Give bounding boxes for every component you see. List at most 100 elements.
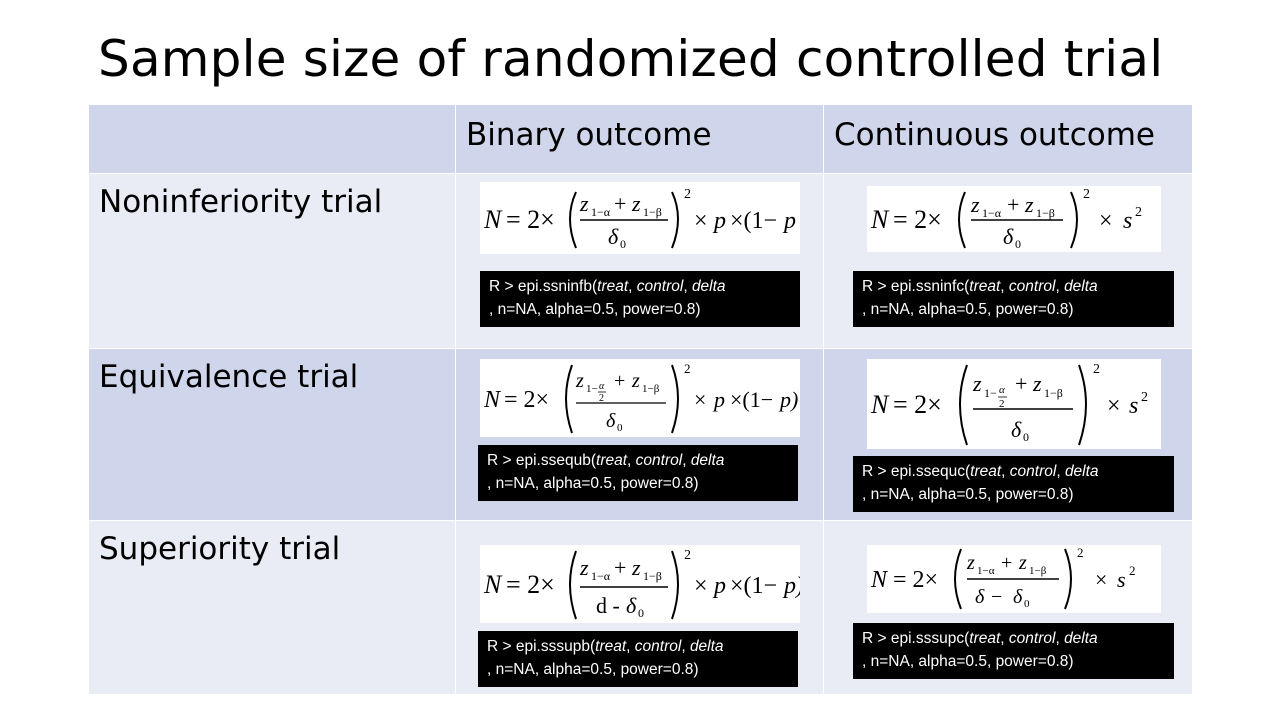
svg-text:α: α (999, 384, 1005, 396)
svg-text:2: 2 (1141, 390, 1148, 405)
table-row-noninferiority: Noninferiority trial N = 2× z 1−α + z 1−… (88, 173, 1193, 349)
binary-cell: N = 2× z 1−α + z 1−β d - δ 0 2 × p × (455, 520, 824, 695)
header-continuous-outcome: Continuous outcome (834, 117, 1155, 153)
svg-text:1−β: 1−β (642, 383, 660, 395)
svg-text:δ: δ (1013, 586, 1023, 608)
svg-text:2: 2 (684, 361, 691, 376)
svg-text:2: 2 (684, 548, 691, 563)
r-code-line1: R > epi.ssequc(treat, control, delta (862, 463, 1099, 480)
row-label-noninferiority: Noninferiority trial (99, 184, 383, 220)
r-code-line2: , n=NA, alpha=0.5, power=0.8) (487, 661, 699, 678)
svg-text:2: 2 (1077, 545, 1084, 560)
svg-text:2: 2 (999, 398, 1005, 410)
svg-text:0: 0 (638, 606, 644, 620)
svg-text:= 2×: = 2× (506, 570, 555, 599)
formula-noninferiority-continuous: N = 2× z 1−α + z 1−β δ 0 2 × s 2 (867, 186, 1161, 252)
table-row-equivalence: Equivalence trial N = 2× z 1− α 2 + z 1−… (88, 348, 1193, 521)
r-code-line2: , n=NA, alpha=0.5, power=0.8) (862, 301, 1074, 318)
svg-text:1−β: 1−β (1029, 565, 1047, 577)
svg-text:p: p (712, 208, 726, 234)
svg-text:0: 0 (1024, 598, 1030, 610)
r-code-box: R > epi.ssequc(treat, control, delta , n… (853, 456, 1174, 512)
svg-text:z: z (575, 370, 584, 392)
svg-text:p): p) (778, 387, 798, 412)
svg-text:2: 2 (1093, 362, 1100, 377)
svg-text:p: p (712, 387, 725, 412)
svg-text:N: N (483, 387, 502, 413)
r-code-line2: , n=NA, alpha=0.5, power=0.8) (487, 475, 699, 492)
slide-title: Sample size of randomized controlled tri… (98, 30, 1164, 88)
svg-text:z: z (1032, 371, 1042, 396)
svg-text:×: × (694, 573, 708, 599)
svg-text:2: 2 (599, 393, 604, 404)
svg-text:0: 0 (1015, 237, 1021, 251)
svg-text:1−α: 1−α (982, 206, 1002, 220)
svg-text:+: + (1015, 371, 1027, 396)
r-code-line1: R > epi.sssupc(treat, control, delta (862, 630, 1098, 647)
svg-text:2: 2 (1129, 563, 1136, 578)
row-label-cell: Equivalence trial (88, 348, 456, 521)
svg-text:1−: 1− (984, 386, 997, 400)
svg-text:α: α (599, 381, 605, 392)
svg-text:+: + (614, 555, 626, 580)
svg-text:2: 2 (1135, 205, 1142, 220)
header-binary-outcome: Binary outcome (466, 117, 712, 153)
svg-text:δ: δ (606, 410, 616, 432)
svg-text:−: − (991, 586, 1002, 608)
svg-text:×(1−: ×(1− (730, 208, 777, 234)
svg-text:z: z (579, 555, 589, 580)
svg-text:1−β: 1−β (1036, 206, 1055, 220)
svg-text:= 2×: = 2× (504, 387, 549, 413)
svg-text:p: p (782, 208, 796, 234)
svg-text:δ: δ (1011, 417, 1022, 442)
svg-text:z: z (966, 552, 975, 574)
r-code-box: R > epi.sssupb(treat, control, delta , n… (478, 631, 798, 687)
r-code-line2: , n=NA, alpha=0.5, power=0.8) (489, 301, 701, 318)
svg-text:1−β: 1−β (643, 205, 662, 219)
svg-text:N: N (870, 390, 890, 419)
r-code-box: R > epi.ssninfc(treat, control, delta , … (853, 271, 1174, 327)
svg-text:0: 0 (617, 422, 623, 434)
svg-text:z: z (1018, 552, 1027, 574)
header-cell-binary: Binary outcome (455, 104, 824, 174)
row-label-equivalence: Equivalence trial (99, 359, 359, 395)
svg-text:= 2×: = 2× (893, 390, 942, 419)
svg-text:N: N (483, 570, 503, 599)
svg-text:s: s (1117, 567, 1126, 592)
formula-equivalence-continuous: N = 2× z 1− α 2 + z 1−β δ 0 2 × (867, 359, 1161, 449)
svg-text:×: × (1107, 393, 1121, 419)
row-label-cell: Noninferiority trial (88, 173, 456, 349)
svg-text:1−: 1− (586, 383, 598, 395)
svg-text:s: s (1129, 393, 1138, 419)
svg-text:z: z (631, 191, 641, 216)
svg-text:+: + (614, 191, 626, 216)
svg-text:×: × (694, 208, 708, 234)
svg-text:p): p) (782, 573, 800, 599)
svg-text:N: N (870, 205, 890, 234)
svg-text:z: z (579, 191, 589, 216)
svg-text:δ: δ (1003, 224, 1014, 249)
continuous-cell: N = 2× z 1−α + z 1−β δ 0 2 × s 2 (823, 173, 1193, 349)
header-cell-continuous: Continuous outcome (823, 104, 1193, 174)
svg-text:+: + (1007, 192, 1019, 217)
svg-text:z: z (631, 370, 640, 392)
svg-text:N: N (483, 205, 503, 234)
svg-text:×: × (1095, 567, 1107, 592)
svg-text:2: 2 (1083, 187, 1090, 202)
svg-text:δ: δ (626, 593, 637, 618)
svg-text:z: z (631, 555, 641, 580)
svg-text:1−β: 1−β (1044, 386, 1063, 400)
svg-text:d -: d - (596, 593, 620, 618)
formula-noninferiority-binary: N = 2× z 1−α + z 1−β δ 0 2 × p ×(1− (480, 182, 800, 254)
svg-text:+: + (1001, 552, 1012, 574)
svg-text:1−α: 1−α (591, 569, 611, 583)
svg-text:1−α: 1−α (977, 565, 995, 577)
svg-text:0: 0 (620, 237, 626, 251)
svg-text:= 2×: = 2× (893, 205, 942, 234)
continuous-cell: N = 2× z 1−α + z 1−β δ − δ 0 2 × s (823, 520, 1193, 695)
svg-text:×(1−: ×(1− (730, 573, 777, 599)
r-code-line1: R > epi.ssequb(treat, control, delta (487, 452, 725, 469)
r-code-line1: R > epi.ssninfb(treat, control, delta (489, 278, 726, 295)
formula-superiority-continuous: N = 2× z 1−α + z 1−β δ − δ 0 2 × s (867, 545, 1161, 613)
table-row-superiority: Superiority trial N = 2× z 1−α + z 1−β d… (88, 520, 1193, 695)
